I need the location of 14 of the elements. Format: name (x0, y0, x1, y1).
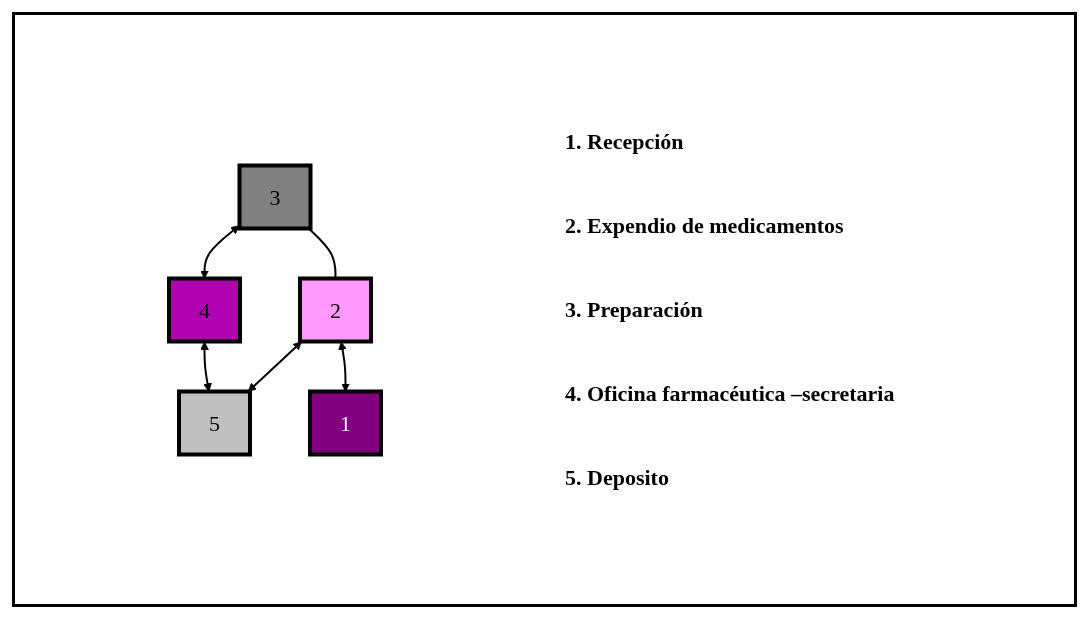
node-box: 2 (298, 276, 373, 343)
arrow (200, 224, 240, 279)
node-box: 3 (237, 163, 313, 230)
arrow (338, 341, 350, 392)
node-box: 5 (177, 389, 252, 456)
room-legend-text: 1. Recepción (565, 128, 685, 155)
node-box: 1 (308, 389, 383, 456)
room-legend-text: 5. Deposito (565, 464, 670, 491)
arrow (247, 340, 302, 392)
room-legend-text: 4. Oficina farmacéutica –secretaria (565, 380, 895, 407)
room-legend-text: 3. Preparación (565, 296, 704, 323)
arrow (200, 341, 212, 392)
room-legend-text: 2. Expendio de medicamentos (565, 212, 845, 239)
node-box: 4 (167, 276, 242, 343)
